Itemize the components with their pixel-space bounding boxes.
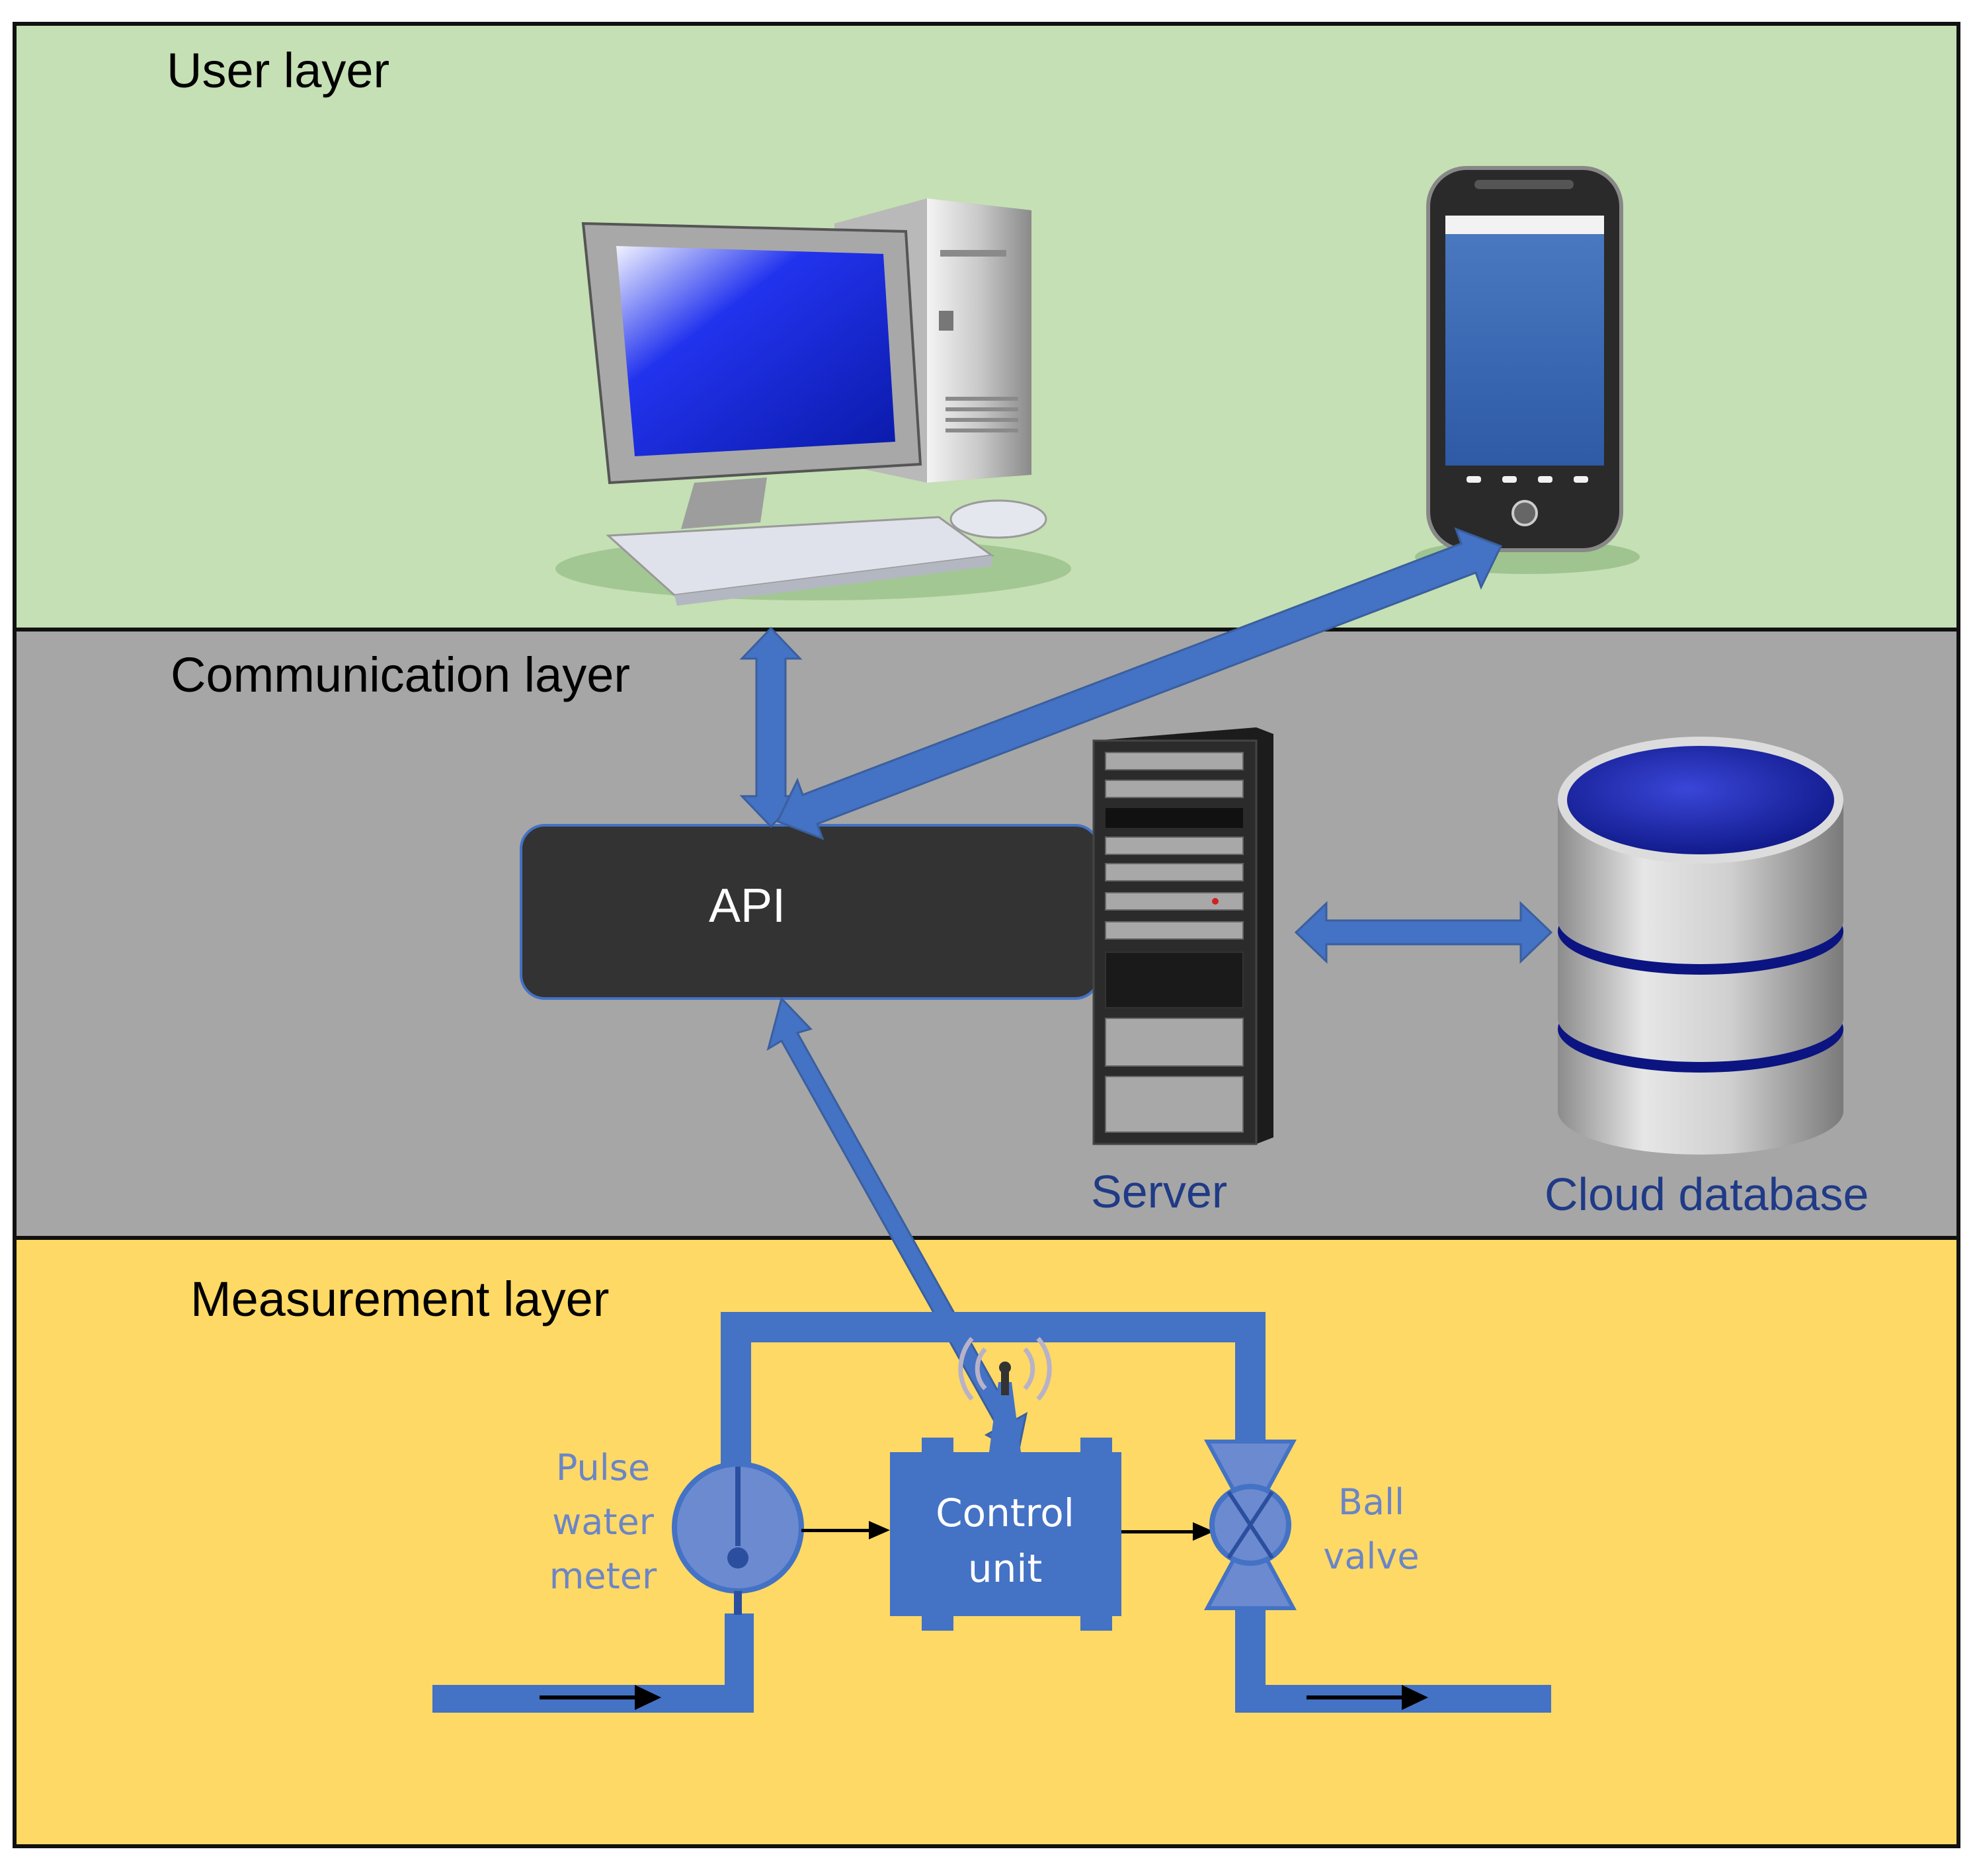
cloud-database-label: Cloud database [1545,1168,1869,1220]
arrow-server-database [1294,901,1553,964]
ball-valve-label-line2: valve [1323,1535,1419,1577]
control-unit-label-line2: unit [968,1546,1042,1591]
api-label: API [709,879,785,932]
flow-arrows [540,1685,1428,1710]
communication-layer-title: Communication layer [171,647,630,702]
arrow-api-desktop [739,626,803,829]
pulse-water-meter-label-line1: Pulse [556,1447,650,1489]
desktop-computer-icon [555,198,1071,606]
control-unit-icon [890,1438,1121,1631]
server-label: Server [1091,1166,1227,1217]
pulse-water-meter-label-line3: meter [549,1555,657,1597]
database-icon [1558,737,1843,1155]
control-unit-label-line1: Control [936,1490,1074,1535]
pulse-water-meter-icon [672,1461,804,1615]
api-node: API [520,824,1100,1000]
server-rack-icon [1092,727,1273,1145]
measurement-layer-title: Measurement layer [190,1272,609,1326]
user-layer-title: User layer [167,43,389,98]
signal-arrow-control-to-valve [1121,1522,1214,1541]
ball-valve-icon [1203,1440,1297,1610]
smartphone-icon [1415,166,1640,574]
ball-valve-label-line1: Ball [1338,1481,1404,1523]
pulse-water-meter-label-line2: water [552,1501,655,1543]
antenna-icon [958,1336,1052,1452]
signal-arrow-meter-to-control [801,1521,890,1539]
arrow-api-phone [776,527,1503,840]
